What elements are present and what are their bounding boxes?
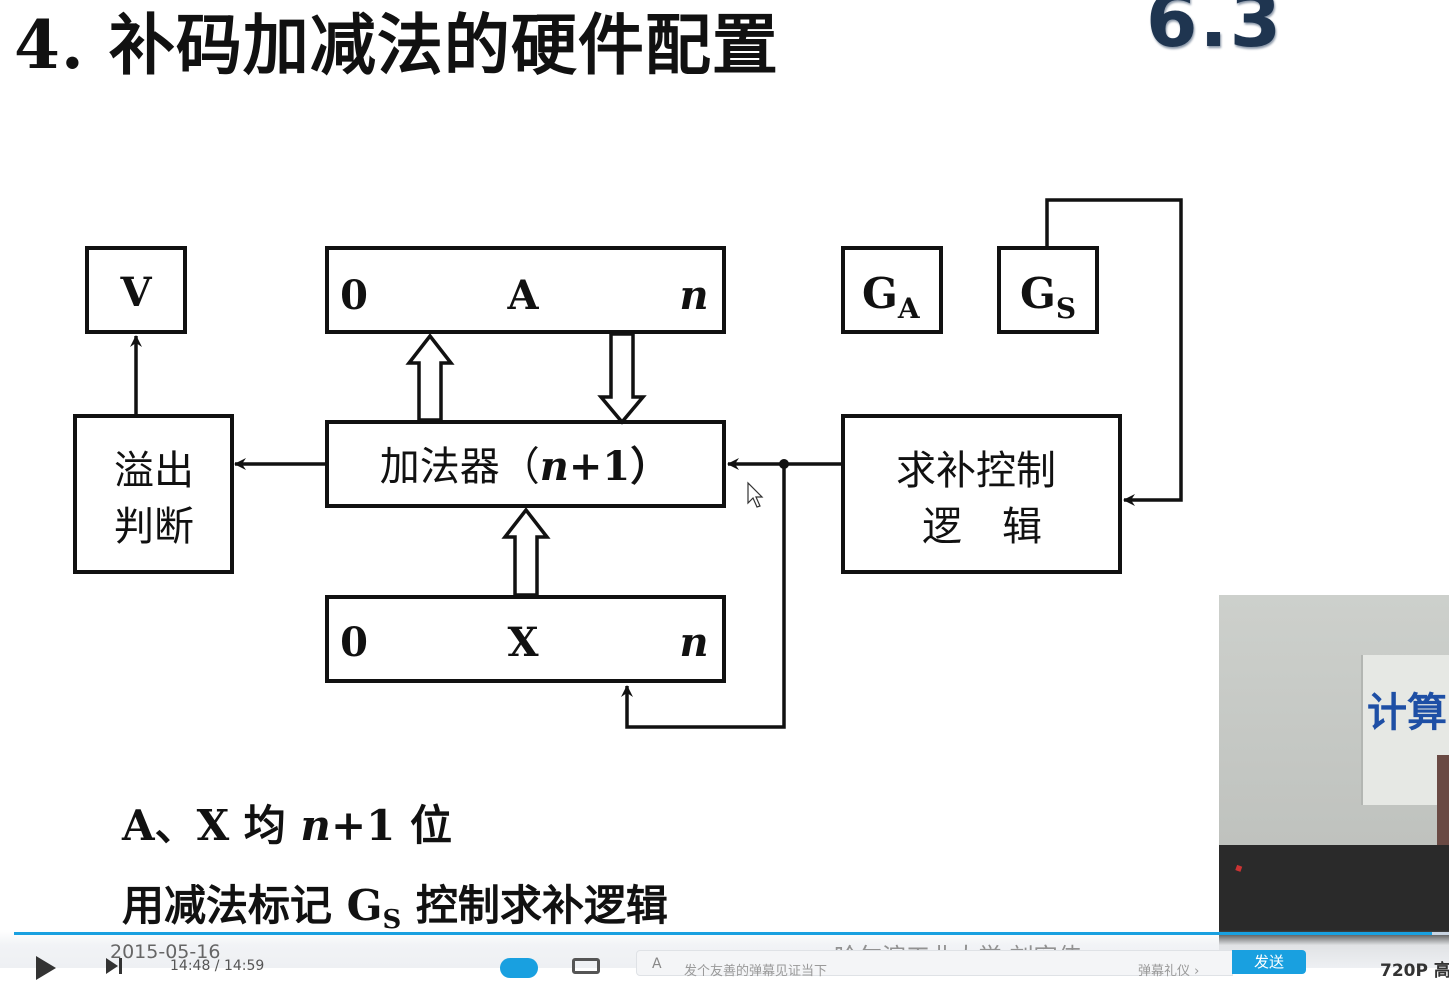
a-register-right-label: n	[679, 272, 708, 319]
v-register-label: V	[119, 269, 152, 316]
x-register-left-label: 0	[340, 619, 368, 666]
ga-letter: G	[862, 269, 898, 318]
overflow-box	[73, 414, 234, 574]
adder-suffix: +1）	[569, 443, 670, 490]
bus-arrow-adder-to-a	[405, 333, 455, 422]
quality-selector[interactable]: 720P 高清	[1380, 961, 1449, 981]
a-register-box	[325, 246, 726, 334]
progress-fill	[14, 932, 1432, 935]
adder-label: 加法器（n+1）	[380, 443, 670, 490]
camera-person	[1437, 755, 1449, 845]
note1-prefix: A、X 均	[122, 801, 301, 850]
note1-suffix: +1 位	[330, 801, 453, 850]
danmaku-etiquette-link[interactable]: 弹幕礼仪 ›	[1138, 964, 1200, 979]
note1-n: n	[300, 801, 331, 850]
camera-banner-text: 计算	[1367, 690, 1447, 736]
next-episode-icon[interactable]	[106, 958, 124, 974]
junction-dot	[779, 459, 789, 469]
lecturer-camera-video: ◆	[1219, 595, 1449, 968]
line-gs-to-complement	[1045, 198, 1183, 506]
bus-arrow-x-to-adder	[501, 507, 551, 597]
ga-flag-box	[841, 246, 943, 334]
complement-label-line1: 求补控制	[896, 448, 1056, 494]
danmaku-placeholder: 发个友善的弹幕见证当下	[684, 964, 828, 979]
mouse-cursor-icon	[747, 481, 764, 508]
section-number: 6.3	[1146, 0, 1284, 64]
x-register-right-label: n	[679, 619, 708, 666]
a-register-name: A	[506, 272, 539, 319]
adder-prefix: 加法器（	[380, 444, 540, 490]
overflow-label-line2: 判断	[114, 504, 194, 550]
camera-banner	[1361, 655, 1449, 805]
note-register-width: A、X 均 n+1 位	[122, 792, 452, 853]
gs-letter: G	[1020, 269, 1056, 318]
complement-label-line2: 逻 辑	[922, 504, 1042, 550]
danmaku-toggle[interactable]	[500, 958, 538, 978]
note2-sub: S	[382, 905, 402, 935]
danmaku-style-icon[interactable]: A	[652, 956, 662, 972]
time-display: 14:48 / 14:59	[170, 958, 265, 974]
overflow-label-line1: 溢出	[114, 448, 194, 494]
ga-subscript: A	[897, 292, 921, 325]
ga-flag-label: GA	[862, 269, 921, 325]
note2-g: G	[346, 881, 383, 930]
adder-box	[325, 420, 726, 508]
bus-arrow-a-to-adder	[597, 332, 647, 425]
x-register-name: X	[507, 619, 538, 666]
gs-flag-label: GS	[1020, 269, 1076, 325]
complement-logic-box	[841, 414, 1122, 574]
gs-subscript: S	[1056, 292, 1076, 325]
upload-date: 2015-05-16	[110, 941, 221, 963]
play-icon[interactable]	[36, 956, 56, 980]
gs-flag-box	[997, 246, 1099, 334]
note2-suffix: 控制求补逻辑	[401, 881, 668, 930]
slide-title: 4. 补码加减法的硬件配置	[14, 6, 779, 84]
a-register-left-label: 0	[340, 272, 368, 319]
note2-prefix: 用减法标记	[122, 881, 347, 930]
x-register-box	[325, 595, 726, 683]
note-gs-control: 用减法标记 GS 控制求补逻辑	[122, 872, 668, 935]
line-branch-to-x	[621, 464, 786, 729]
send-button[interactable]: 发送	[1232, 950, 1306, 974]
adder-n: n	[540, 443, 569, 490]
danmaku-settings-icon[interactable]	[572, 958, 600, 974]
v-register-box	[85, 246, 187, 334]
